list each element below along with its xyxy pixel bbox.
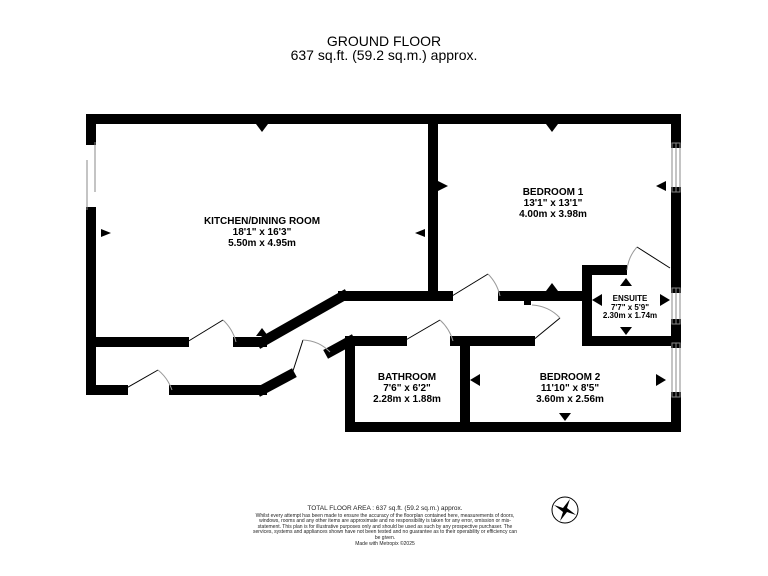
room-name: KITCHEN/DINING ROOM xyxy=(203,216,321,227)
room-bedroom-2: BEDROOM 2 11'10" x 8'5" 3.60m x 2.56m xyxy=(536,372,604,405)
windows xyxy=(86,142,681,398)
room-imperial: 7'6" x 6'2" xyxy=(383,383,431,394)
room-metric: 4.00m x 3.98m xyxy=(519,209,587,220)
footer: TOTAL FLOOR AREA : 637 sq.ft. (59.2 sq.m… xyxy=(250,505,520,547)
room-imperial: 11'10" x 8'5" xyxy=(540,383,600,394)
room-name: BEDROOM 2 xyxy=(539,372,601,383)
credit: Made with Metropix ©2025 xyxy=(355,540,415,547)
room-kitchen-dining: KITCHEN/DINING ROOM 18'1" x 16'3" 5.50m … xyxy=(204,216,320,249)
disclaimer: Whilst every attempt has been made to en… xyxy=(253,512,517,541)
walls xyxy=(86,114,681,432)
room-metric: 5.50m x 4.95m xyxy=(228,238,296,249)
compass-icon xyxy=(551,496,579,524)
floor-title: GROUND FLOOR xyxy=(326,33,442,49)
room-bedroom-1: BEDROOM 1 13'1" x 13'1" 4.00m x 3.98m xyxy=(519,187,587,220)
room-imperial: 13'1" x 13'1" xyxy=(523,198,583,209)
room-ensuite: ENSUITE 7'7" x 5'9" 2.30m x 1.74m xyxy=(602,294,658,321)
room-imperial: 7'7" x 5'9" xyxy=(610,302,650,312)
room-bathroom: BATHROOM 7'6" x 6'2" 2.28m x 1.88m xyxy=(373,372,441,405)
room-name: BATHROOM xyxy=(377,372,437,383)
room-metric: 3.60m x 2.56m xyxy=(536,394,604,405)
dimension-arrows xyxy=(101,124,670,421)
total-floor-area: TOTAL FLOOR AREA : 637 sq.ft. (59.2 sq.m… xyxy=(307,505,463,512)
room-name: ENSUITE xyxy=(612,294,648,303)
room-metric: 2.30m x 1.74m xyxy=(602,311,658,320)
floor-area: 637 sq.ft. (59.2 sq.m.) approx. xyxy=(290,47,478,63)
room-metric: 2.28m x 1.88m xyxy=(373,394,441,405)
room-name: BEDROOM 1 xyxy=(522,187,584,198)
room-imperial: 18'1" x 16'3" xyxy=(232,227,292,238)
doors xyxy=(122,246,671,391)
